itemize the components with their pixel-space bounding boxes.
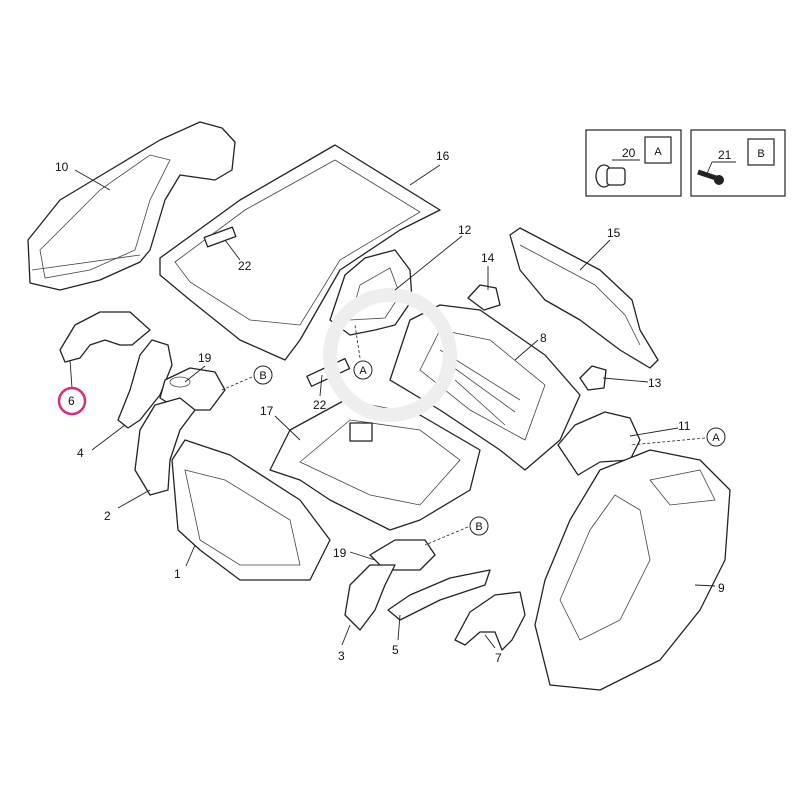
callout-20: 20: [622, 146, 636, 160]
part-3-wheelhouse: [344, 564, 396, 631]
fastener-a-leader-lower: [629, 437, 706, 446]
callout-12: 12: [458, 223, 472, 237]
callout-1: 1: [174, 567, 181, 581]
callout-6[interactable]: 6: [68, 394, 75, 408]
fastener-b-leader-lower: [424, 526, 469, 546]
callout-11: 11: [678, 419, 691, 433]
watermark-logo: [323, 288, 457, 422]
callout-9: 9: [718, 581, 725, 595]
svg-text:B: B: [475, 521, 482, 533]
part-13-bracket: [579, 365, 607, 391]
screw-icon: [697, 169, 724, 185]
callout-16: 16: [436, 149, 450, 163]
part-14-bracket: [467, 284, 501, 311]
part-5-reinforcement: [387, 569, 491, 621]
svg-text:B: B: [259, 370, 266, 382]
fastener-box-b: B 21: [690, 129, 786, 197]
part-9-side-panel-right: [534, 449, 731, 691]
part-11-wheelhouse: [557, 411, 641, 476]
part-10-side-panel: [27, 121, 236, 291]
part-2-inner-wheelhouse: [134, 397, 196, 496]
callout-2: 2: [104, 509, 111, 523]
fastener-box-a: A 20: [585, 129, 682, 197]
callout-22-upper: 22: [238, 259, 252, 273]
part-6-fender: [59, 311, 151, 363]
callout-13: 13: [648, 376, 662, 390]
callout-22-lower: 22: [313, 398, 327, 412]
callout-15: 15: [607, 226, 621, 240]
part-4-reinforcement: [117, 339, 173, 429]
ref-a-lower: A: [706, 427, 726, 447]
fastener-b-leader-upper: [221, 376, 253, 391]
svg-text:A: A: [712, 432, 720, 444]
callout-21: 21: [718, 148, 732, 162]
part-7-fender: [454, 591, 526, 651]
part-17-floor: [269, 399, 481, 531]
ref-a-upper: A: [353, 360, 373, 380]
part-1-side-inner: [171, 439, 331, 581]
ref-b-lower: B: [469, 516, 489, 536]
svg-text:A: A: [359, 365, 367, 377]
leader-lines: [69, 164, 716, 649]
highlight-circle-6: [57, 386, 87, 416]
callout-8: 8: [540, 331, 547, 345]
callout-4: 4: [77, 446, 84, 460]
ref-b-upper: B: [253, 365, 273, 385]
callout-10: 10: [55, 160, 69, 174]
clip-icon: [595, 164, 626, 188]
part-16-roof: [159, 144, 441, 361]
callout-19-upper: 19: [198, 351, 212, 365]
callout-3: 3: [338, 649, 345, 663]
ref-letter-a: A: [654, 146, 662, 158]
callout-17: 17: [260, 404, 274, 418]
fastener-a-leader-upper: [354, 324, 361, 359]
callout-19-lower: 19: [333, 546, 347, 560]
callout-7: 7: [495, 651, 502, 665]
callout-5: 5: [392, 643, 399, 657]
ref-letter-b: B: [757, 148, 764, 160]
callout-14: 14: [481, 251, 495, 265]
